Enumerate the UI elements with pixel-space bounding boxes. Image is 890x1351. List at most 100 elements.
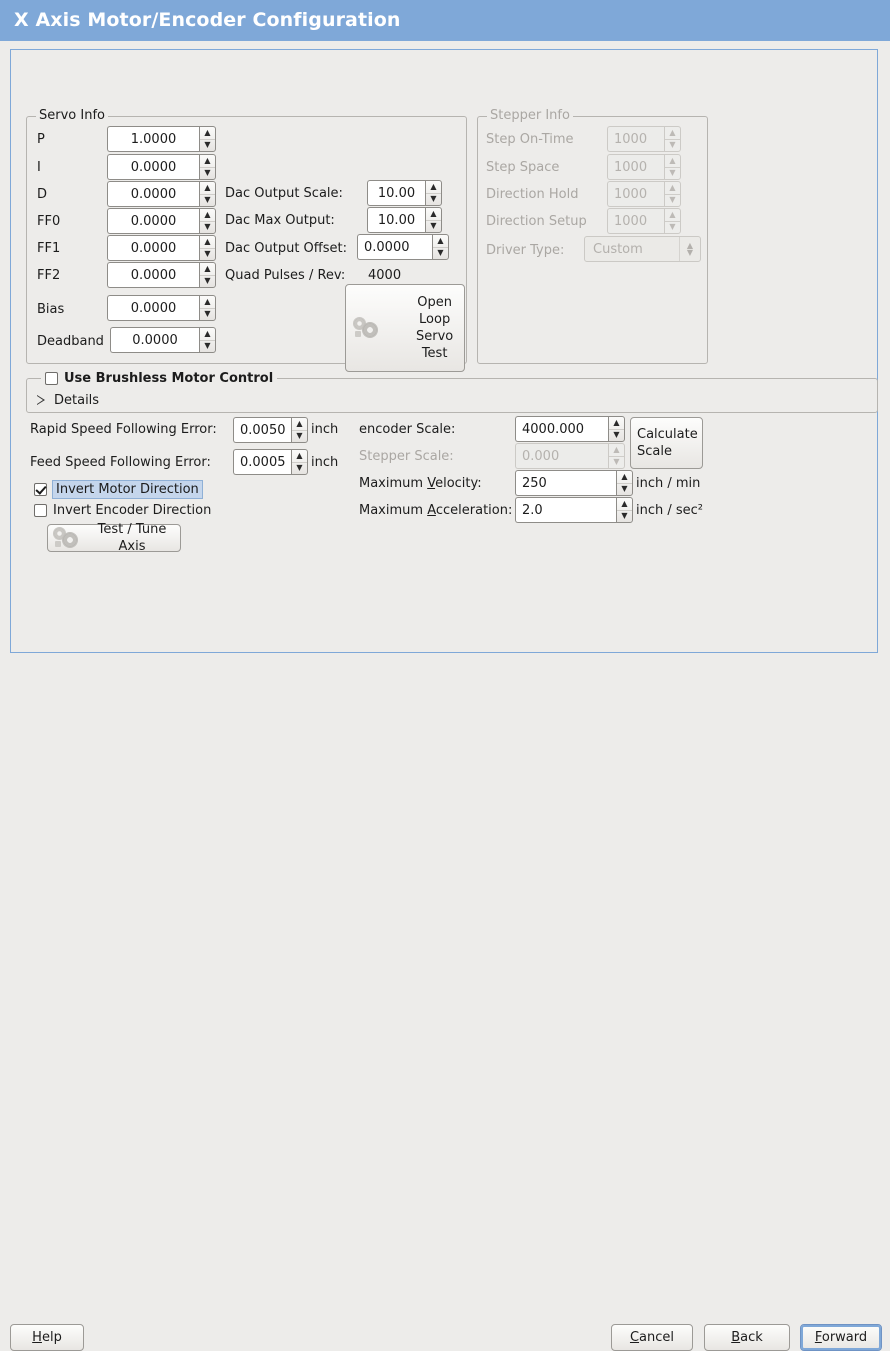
servo-d-value[interactable]: 0.0000	[107, 181, 199, 207]
use-brushless-motor-control-checkbox-row[interactable]: Use Brushless Motor Control	[41, 371, 278, 386]
spin-up-icon[interactable]: ▲	[204, 263, 211, 273]
encoder-scale-spinbox[interactable]: 4000.000 ▲ ▼	[515, 416, 625, 442]
encoder-scale-label: encoder Scale:	[359, 422, 456, 437]
invert-encoder-direction-row[interactable]: Invert Encoder Direction	[34, 503, 211, 518]
step-space-label: Step Space	[486, 160, 560, 175]
spin-up-icon[interactable]: ▲	[430, 208, 437, 218]
help-button[interactable]: Help	[10, 1324, 84, 1351]
servo-ff2-value[interactable]: 0.0000	[107, 262, 199, 288]
spin-down-icon[interactable]: ▼	[426, 219, 441, 233]
servo-bias-value[interactable]: 0.0000	[107, 295, 199, 321]
servo-d-spin-buttons[interactable]: ▲ ▼	[199, 181, 216, 207]
rapid-error-spin-buttons[interactable]: ▲ ▼	[291, 417, 308, 443]
servo-bias-spinbox[interactable]: 0.0000 ▲ ▼	[107, 295, 216, 321]
spin-up-icon[interactable]: ▲	[204, 296, 211, 306]
spin-down-icon[interactable]: ▼	[292, 461, 307, 475]
feed-error-spin-buttons[interactable]: ▲ ▼	[291, 449, 308, 475]
dac-max-output-spinbox[interactable]: 10.00 ▲ ▼	[367, 207, 442, 233]
spin-down-icon[interactable]: ▼	[200, 193, 215, 207]
servo-ff0-spinbox[interactable]: 0.0000 ▲ ▼	[107, 208, 216, 234]
dac-output-offset-spinbox[interactable]: 0.0000 ▲ ▼	[357, 234, 449, 260]
feed-speed-following-error-value[interactable]: 0.0005	[233, 449, 291, 475]
spin-up-icon[interactable]: ▲	[204, 209, 211, 219]
servo-p-spin-buttons[interactable]: ▲ ▼	[199, 126, 216, 152]
spin-up-icon[interactable]: ▲	[621, 498, 628, 508]
servo-d-spinbox[interactable]: 0.0000 ▲ ▼	[107, 181, 216, 207]
encoder-scale-spin-buttons[interactable]: ▲ ▼	[608, 416, 625, 442]
servo-p-value[interactable]: 1.0000	[107, 126, 199, 152]
invert-motor-direction-row[interactable]: Invert Motor Direction	[34, 480, 203, 499]
chevron-right-icon[interactable]	[37, 395, 46, 406]
servo-deadband-spin-buttons[interactable]: ▲ ▼	[199, 327, 216, 353]
calculate-scale-button[interactable]: Calculate Scale	[630, 417, 703, 469]
spin-down-icon[interactable]: ▼	[200, 339, 215, 353]
dac-output-scale-value[interactable]: 10.00	[367, 180, 425, 206]
spin-down-icon[interactable]: ▼	[292, 429, 307, 443]
dac-output-scale-label: Dac Output Scale:	[225, 186, 343, 201]
dac-max-output-spin-buttons[interactable]: ▲ ▼	[425, 207, 442, 233]
servo-ff1-spin-buttons[interactable]: ▲ ▼	[199, 235, 216, 261]
spin-down-icon[interactable]: ▼	[200, 274, 215, 288]
dac-output-offset-spin-buttons[interactable]: ▲ ▼	[432, 234, 449, 260]
forward-button[interactable]: Forward	[800, 1324, 882, 1351]
spin-up-icon[interactable]: ▲	[204, 236, 211, 246]
servo-i-spinbox[interactable]: 0.0000 ▲ ▼	[107, 154, 216, 180]
rapid-speed-following-error-value[interactable]: 0.0050	[233, 417, 291, 443]
details-disclosure-row[interactable]: Details	[37, 393, 99, 408]
spin-down-icon[interactable]: ▼	[200, 247, 215, 261]
spin-up-icon[interactable]: ▲	[204, 155, 211, 165]
spin-down-icon[interactable]: ▼	[200, 307, 215, 321]
maximum-velocity-spin-buttons[interactable]: ▲ ▼	[616, 470, 633, 496]
servo-deadband-value[interactable]: 0.0000	[110, 327, 199, 353]
servo-ff2-spin-buttons[interactable]: ▲ ▼	[199, 262, 216, 288]
open-loop-servo-test-button[interactable]: Open Loop Servo Test	[345, 284, 465, 372]
spin-down-icon[interactable]: ▼	[433, 246, 448, 260]
rapid-speed-following-error-spinbox[interactable]: 0.0050 ▲ ▼	[233, 417, 308, 443]
spin-down-icon[interactable]: ▼	[200, 166, 215, 180]
spin-up-icon[interactable]: ▲	[621, 471, 628, 481]
spin-up-icon[interactable]: ▲	[430, 181, 437, 191]
servo-deadband-spinbox[interactable]: 0.0000 ▲ ▼	[110, 327, 216, 353]
servo-ff1-spinbox[interactable]: 0.0000 ▲ ▼	[107, 235, 216, 261]
maximum-acceleration-spinbox[interactable]: 2.0 ▲ ▼	[515, 497, 633, 523]
servo-ff2-spinbox[interactable]: 0.0000 ▲ ▼	[107, 262, 216, 288]
spin-down-icon[interactable]: ▼	[426, 192, 441, 206]
spin-up-icon[interactable]: ▲	[204, 127, 211, 137]
spin-up-icon[interactable]: ▲	[296, 418, 303, 428]
spin-down-icon[interactable]: ▼	[609, 428, 624, 442]
dac-max-output-value[interactable]: 10.00	[367, 207, 425, 233]
invert-encoder-direction-checkbox[interactable]	[34, 504, 47, 517]
servo-ff1-value[interactable]: 0.0000	[107, 235, 199, 261]
spin-up-icon[interactable]: ▲	[204, 328, 211, 338]
maximum-velocity-spinbox[interactable]: 250 ▲ ▼	[515, 470, 633, 496]
maximum-acceleration-value[interactable]: 2.0	[515, 497, 616, 523]
spin-up-icon[interactable]: ▲	[296, 450, 303, 460]
cancel-button[interactable]: Cancel	[611, 1324, 693, 1351]
dac-output-scale-spin-buttons[interactable]: ▲ ▼	[425, 180, 442, 206]
spin-up-icon[interactable]: ▲	[437, 235, 444, 245]
spin-down-icon[interactable]: ▼	[200, 220, 215, 234]
use-brushless-motor-control-checkbox[interactable]	[45, 372, 58, 385]
servo-i-spin-buttons[interactable]: ▲ ▼	[199, 154, 216, 180]
spin-up-icon[interactable]: ▲	[204, 182, 211, 192]
dac-output-offset-value[interactable]: 0.0000	[357, 234, 432, 260]
maximum-acceleration-spin-buttons[interactable]: ▲ ▼	[616, 497, 633, 523]
servo-ff0-value[interactable]: 0.0000	[107, 208, 199, 234]
servo-bias-spin-buttons[interactable]: ▲ ▼	[199, 295, 216, 321]
spin-down-icon[interactable]: ▼	[200, 138, 215, 152]
gears-icon	[354, 317, 380, 339]
back-button[interactable]: Back	[704, 1324, 790, 1351]
servo-p-spinbox[interactable]: 1.0000 ▲ ▼	[107, 126, 216, 152]
maximum-velocity-value[interactable]: 250	[515, 470, 616, 496]
servo-ff0-spin-buttons[interactable]: ▲ ▼	[199, 208, 216, 234]
invert-motor-direction-checkbox[interactable]	[34, 483, 47, 496]
servo-label-ff0: FF0	[37, 214, 61, 229]
spin-down-icon[interactable]: ▼	[617, 509, 632, 523]
servo-i-value[interactable]: 0.0000	[107, 154, 199, 180]
dac-output-scale-spinbox[interactable]: 10.00 ▲ ▼	[367, 180, 442, 206]
feed-speed-following-error-spinbox[interactable]: 0.0005 ▲ ▼	[233, 449, 308, 475]
test-tune-axis-button[interactable]: Test / Tune Axis	[47, 522, 181, 554]
encoder-scale-value[interactable]: 4000.000	[515, 416, 608, 442]
spin-up-icon[interactable]: ▲	[613, 417, 620, 427]
spin-down-icon[interactable]: ▼	[617, 482, 632, 496]
